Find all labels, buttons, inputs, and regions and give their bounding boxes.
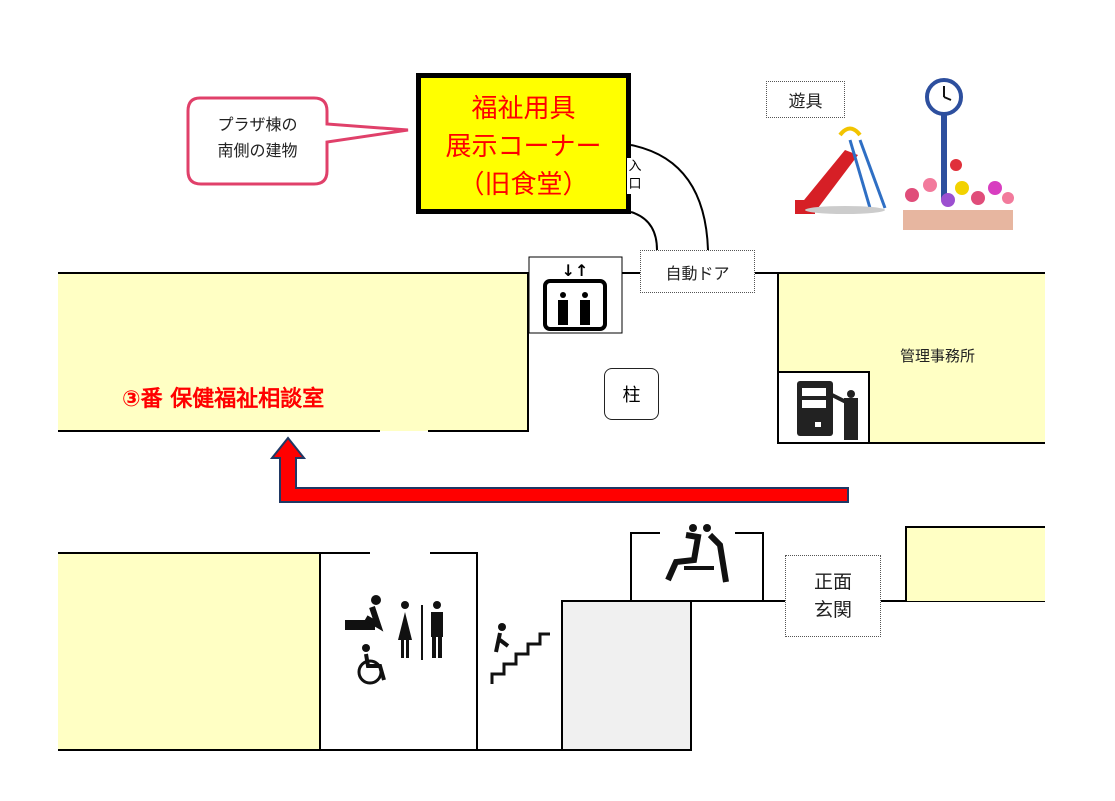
waiting-bench-icon (665, 524, 729, 583)
elevator-icon: ↓↑ (528, 256, 623, 334)
clock-icon (925, 78, 963, 200)
door-arc (630, 144, 709, 251)
callout-line: 南側の建物 (217, 141, 298, 160)
main-entrance-line: 玄関 (813, 599, 852, 621)
entrance-char: 口 (628, 177, 642, 192)
main-entrance-line: 正面 (813, 571, 852, 593)
destination-line: （旧食堂） (458, 170, 589, 200)
svg-text:↓↑: ↓↑ (562, 261, 589, 280)
pillar: 柱 (604, 368, 659, 420)
entrance-char: 入 (628, 159, 642, 174)
door-arc (630, 211, 658, 251)
auto-door-label: 自動ドア (640, 250, 755, 293)
callout-text: プラザ棟の 南側の建物 (195, 112, 320, 164)
callout-line: プラザ棟の (217, 115, 298, 134)
consultation-room-label: ③番 保健福祉相談室 (122, 387, 325, 412)
destination-welfare-equipment-corner: 福祉用具 展示コーナー （旧食堂） (416, 73, 631, 214)
route-arrow (269, 436, 849, 503)
destination-line: 展示コーナー (445, 132, 602, 162)
playground-label: 遊具 (766, 81, 845, 118)
stairs-icon (490, 623, 550, 684)
destination-line: 福祉用具 (471, 94, 576, 124)
entrance-label: 入 口 (627, 158, 643, 194)
office-label: 管理事務所 (900, 347, 976, 365)
playground-slide-icon (795, 126, 887, 214)
main-entrance-label: 正面 玄関 (785, 555, 881, 637)
room-consultation (58, 273, 528, 431)
restroom-icons (345, 595, 443, 685)
vending-machine-icon (797, 381, 858, 440)
flowers-icon (903, 159, 1014, 230)
room-gray (561, 600, 692, 751)
callout-bubble (186, 96, 409, 186)
